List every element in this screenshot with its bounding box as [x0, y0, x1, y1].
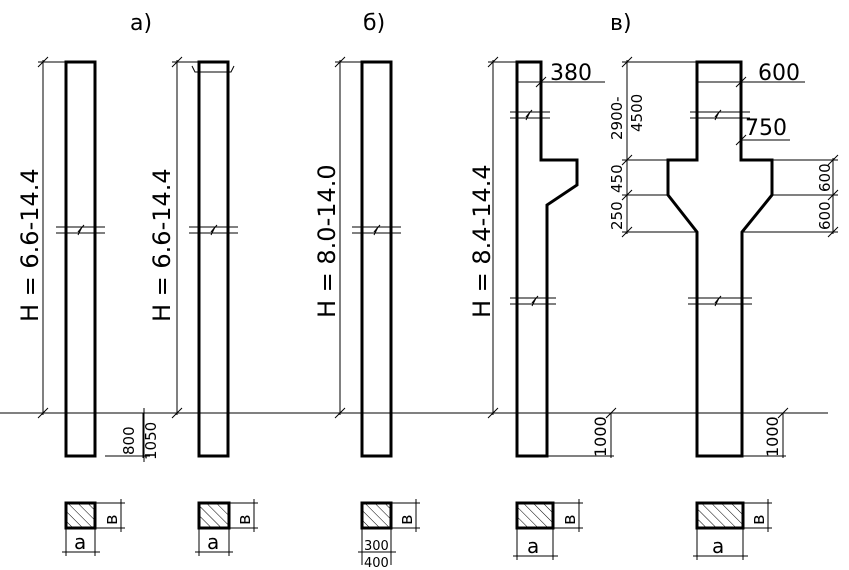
- section-a-label: а: [74, 530, 86, 554]
- section-b-label: в: [748, 514, 769, 525]
- section-label-v: в): [610, 11, 632, 36]
- section-a-label: а: [527, 534, 539, 558]
- height-label-col4: H = 8.4-14.4: [468, 164, 496, 318]
- column-3: H = 8.0-14.0: [313, 56, 401, 458]
- embed-1050: 1050: [142, 422, 160, 460]
- dim-250: 250: [608, 201, 626, 230]
- section-a-label: а: [207, 530, 219, 554]
- cross-section-4: а в: [513, 499, 583, 560]
- section-b-label: в: [234, 514, 255, 525]
- embed-1000-a: 1000: [591, 416, 610, 457]
- height-label-col2: H = 6.6-14.4: [148, 168, 176, 322]
- embed-1000-b: 1000: [763, 416, 782, 457]
- column-5: 600 750 2900- 4500 450 250 600 600 1000: [608, 56, 839, 458]
- section-b-label: в: [101, 514, 122, 525]
- section-400: 400: [364, 556, 389, 570]
- embed-800: 800: [120, 426, 138, 455]
- section-b-label: в: [559, 514, 580, 525]
- section-label-b: б): [363, 11, 385, 36]
- range-bottom: 4500: [628, 94, 646, 132]
- range-top: 2900-: [608, 96, 626, 140]
- dim-600-upper: 600: [816, 163, 834, 192]
- height-label-col3: H = 8.0-14.0: [313, 164, 341, 318]
- section-label-a: а): [130, 11, 152, 36]
- height-label-col1: H = 6.6-14.4: [16, 168, 44, 322]
- column-1: H = 6.6-14.4 800 1050: [16, 56, 160, 462]
- dim-600-lower: 600: [816, 201, 834, 230]
- cross-section-5: а в: [693, 499, 772, 560]
- cross-section-1: а в: [62, 499, 125, 556]
- corbel-width-750: 750: [745, 116, 787, 141]
- section-300: 300: [364, 539, 389, 554]
- column-4: H = 8.4-14.4 380 1000: [468, 56, 617, 458]
- section-b-label: в: [396, 514, 417, 525]
- corbel-width-600: 600: [758, 61, 800, 86]
- dim-450: 450: [608, 164, 626, 193]
- cross-section-3: 300 400 в: [358, 499, 420, 570]
- corbel-width-380: 380: [550, 61, 592, 86]
- column-2: H = 6.6-14.4: [148, 56, 238, 458]
- section-a-label: а: [712, 534, 724, 558]
- cross-section-2: а в: [195, 499, 258, 556]
